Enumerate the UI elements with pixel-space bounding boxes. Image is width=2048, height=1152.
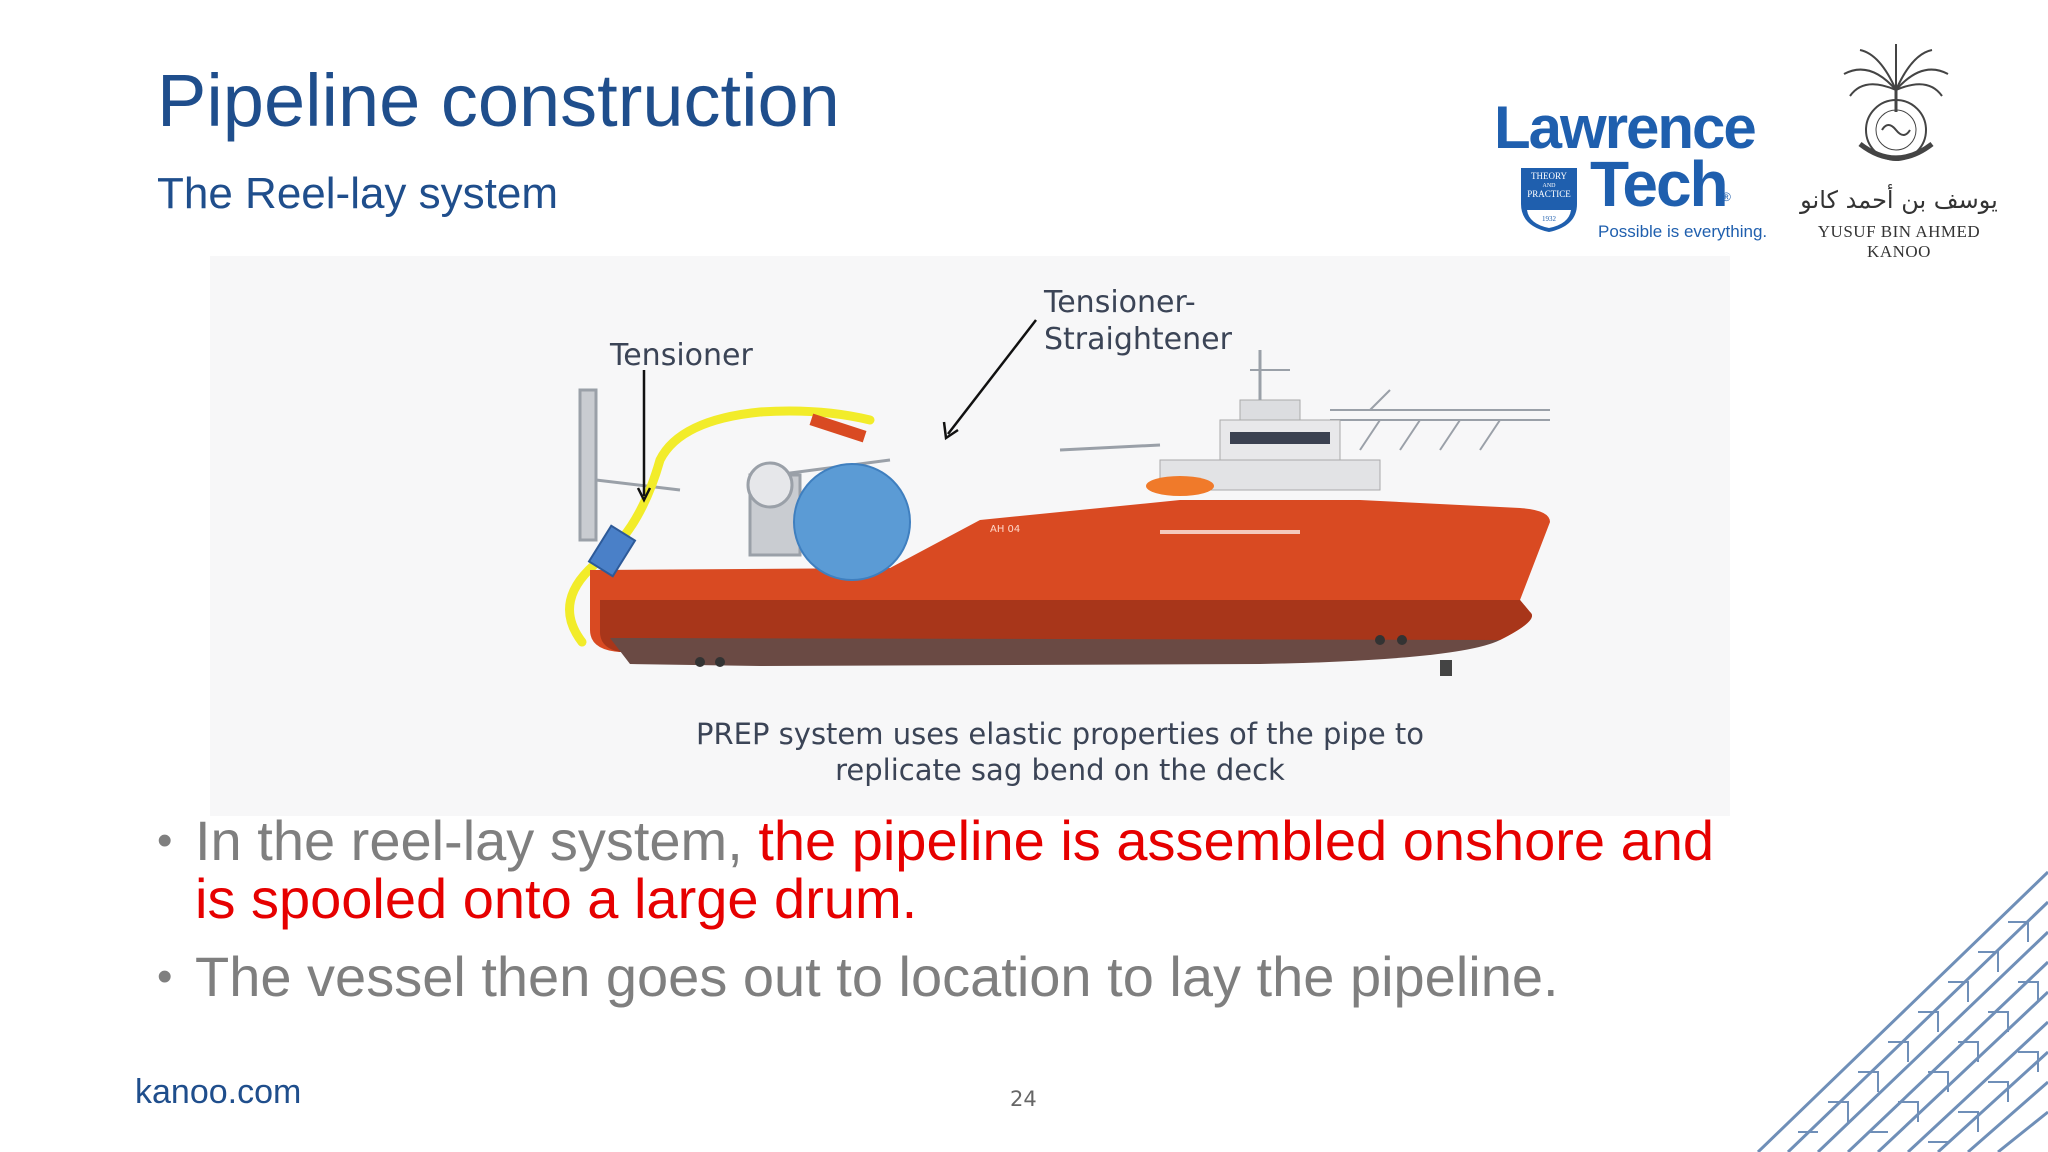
bullet-item: • The vessel then goes out to location t… (157, 948, 1757, 1006)
reel-lay-vessel-illustration: AH 04 (565, 319, 1550, 676)
kanoo-english-name: YUSUF BIN AHMED KANOO (1817, 222, 1981, 261)
page-number: 24 (1010, 1087, 1037, 1111)
kanoo-arabic-name: يوسف بن أحمد كانو (1800, 186, 1998, 214)
decorative-corner-pattern (1756, 870, 2048, 1152)
bullet-text-plain: The vessel then goes out to location to … (195, 945, 1559, 1008)
lawrence-tech-shield-icon: THEORY AND PRACTICE 1932 (1521, 168, 1577, 232)
svg-text:1932: 1932 (1542, 215, 1557, 223)
bullet-text-highlight: the pipeline is assembled onshore and is… (195, 809, 1715, 930)
bullet-item: • In the reel-lay system, the pipeline i… (157, 812, 1757, 928)
label-ts-line-2: Straightener (1044, 322, 1232, 357)
bullet-dot: • (157, 952, 173, 1001)
helideck (1319, 389, 1550, 451)
bullet-text-plain: In the reel-lay system, (195, 809, 759, 872)
figure-caption: PREP system uses elastic properties of t… (660, 716, 1460, 788)
kanoo-logo: يوسف بن أحمد كانو YUSUF BIN AHMED KANOO (1786, 40, 2012, 261)
palm-tree-emblem-icon (1843, 44, 1949, 161)
logo-tagline: Possible is everything. (1598, 222, 1768, 241)
vessel-hull: AH 04 (590, 500, 1550, 676)
reel-drum (793, 463, 911, 581)
lawrence-tech-logo: Lawrence THEORY AND PRACTICE 1932 Tech ®… (1490, 98, 1770, 248)
logo-word-lawrence: Lawrence (1494, 94, 1757, 161)
svg-text:AND: AND (1543, 183, 1557, 189)
caption-line-2: replicate sag bend on the deck (835, 753, 1285, 787)
registered-mark: ® (1722, 190, 1731, 204)
caption-line-1: PREP system uses elastic properties of t… (696, 717, 1424, 751)
label-tensioner-straightener: Tensioner- Straightener (1044, 284, 1232, 358)
pipeline-path (565, 406, 875, 647)
slide-title: Pipeline construction (157, 59, 840, 142)
deck-cranes (578, 388, 1161, 557)
bullet-dot: • (157, 816, 173, 865)
label-ts-line-1: Tensioner- (1044, 285, 1196, 320)
svg-text:PRACTICE: PRACTICE (1527, 189, 1571, 199)
tensioner-straightener-unit (809, 413, 867, 443)
label-tensioner: Tensioner (610, 338, 753, 373)
bullet-list: • In the reel-lay system, the pipeline i… (157, 812, 1757, 1006)
logo-word-tech: Tech (1590, 148, 1729, 220)
hull-marking: AH 04 (990, 524, 1020, 535)
footer-website: kanoo.com (135, 1073, 302, 1111)
tensioner-unit (587, 524, 637, 578)
slide-subtitle: The Reel-lay system (157, 169, 559, 218)
lifeboat (1146, 476, 1214, 496)
tensioner-straightener-arrow (947, 319, 1037, 435)
svg-text:THEORY: THEORY (1531, 171, 1568, 181)
